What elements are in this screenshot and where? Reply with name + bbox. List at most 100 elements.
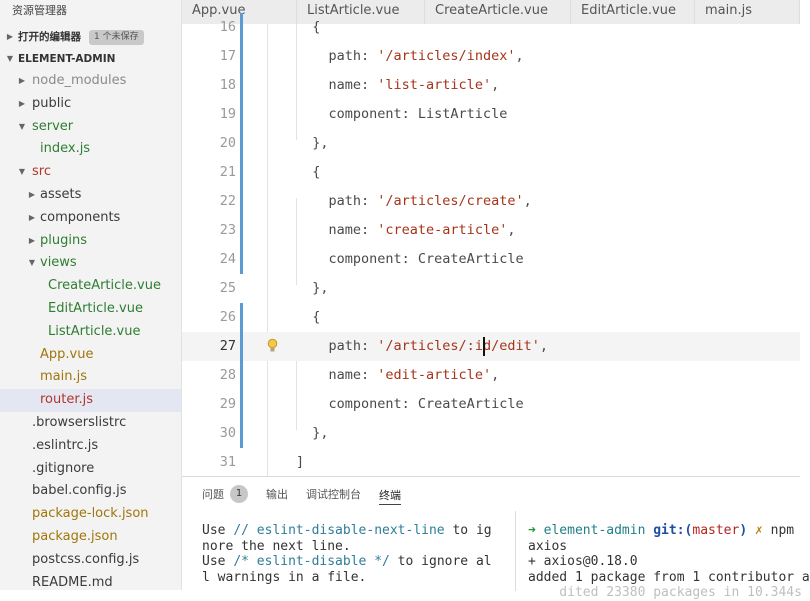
tree-item-label: package.json xyxy=(32,528,118,544)
project-header[interactable]: ▼ ELEMENT-ADMIN xyxy=(0,48,181,70)
code-line[interactable]: 30 }, xyxy=(182,419,800,448)
tree-item[interactable]: ▶assets xyxy=(0,184,181,207)
line-number: 22 xyxy=(219,193,236,209)
tab-debug-console[interactable]: 调试控制台 xyxy=(306,488,361,501)
lightbulb-icon[interactable] xyxy=(267,338,278,353)
tree-item[interactable]: main.js xyxy=(0,366,181,389)
code-line[interactable]: 17 path: '/articles/index', xyxy=(182,42,800,71)
git-modified-marker[interactable] xyxy=(240,100,243,129)
tab-edit-article[interactable]: EditArticle.vue xyxy=(571,0,695,24)
code-line[interactable]: 26 { xyxy=(182,303,800,332)
unsaved-badge: 1 个未保存 xyxy=(89,29,144,45)
line-number: 26 xyxy=(219,309,236,325)
tree-item[interactable]: ▶plugins xyxy=(0,230,181,253)
tree-item[interactable]: ListArticle.vue xyxy=(0,321,181,344)
code-line[interactable]: 16 { xyxy=(182,13,800,42)
code-line[interactable]: 21 { xyxy=(182,158,800,187)
code-line[interactable]: 27 path: '/articles/:id/edit', xyxy=(182,332,800,361)
code-line[interactable]: 24 component: CreateArticle xyxy=(182,245,800,274)
chevron-down-icon: ▼ xyxy=(28,258,36,268)
git-modified-marker[interactable] xyxy=(240,129,243,158)
open-editors-label: 打开的编辑器 xyxy=(18,31,81,43)
chevron-right-icon: ▶ xyxy=(28,212,36,222)
tree-item[interactable]: babel.config.js xyxy=(0,480,181,503)
tree-item[interactable]: ▼src xyxy=(0,161,181,184)
code-line[interactable]: 18 name: 'list-article', xyxy=(182,71,800,100)
tree-item[interactable]: ▶node_modules xyxy=(0,70,181,93)
git-modified-marker[interactable] xyxy=(240,216,243,245)
code-line[interactable]: 28 name: 'edit-article', xyxy=(182,361,800,390)
code-line[interactable]: 19 component: ListArticle xyxy=(182,100,800,129)
git-modified-marker[interactable] xyxy=(240,187,243,216)
terminal-line: added 1 package from 1 contributor a xyxy=(528,569,810,585)
tree-item-label: postcss.config.js xyxy=(32,551,140,567)
tree-item-label: .browserslistrc xyxy=(32,414,127,430)
code-text: path: '/articles/index', xyxy=(296,48,524,64)
code-line[interactable]: 25 }, xyxy=(182,274,800,303)
line-number: 27 xyxy=(219,338,236,354)
code-text: component: CreateArticle xyxy=(296,396,524,412)
tree-item-label: README.md xyxy=(32,574,113,590)
tree-item[interactable]: package-lock.json xyxy=(0,503,181,526)
tree-item[interactable]: EditArticle.vue xyxy=(0,298,181,321)
tab-problems[interactable]: 问题 1 xyxy=(202,477,248,511)
tree-item[interactable]: App.vue xyxy=(0,344,181,367)
git-modified-marker[interactable] xyxy=(240,158,243,187)
explorer-sidebar: 资源管理器 ▶ 打开的编辑器 1 个未保存 ▼ ELEMENT-ADMIN ▶n… xyxy=(0,0,182,590)
git-modified-marker[interactable] xyxy=(240,303,243,332)
code-line[interactable]: 23 name: 'create-article', xyxy=(182,216,800,245)
git-modified-marker[interactable] xyxy=(240,13,243,42)
tree-item[interactable]: index.js xyxy=(0,138,181,161)
code-text: { xyxy=(296,309,321,325)
tree-item-label: package-lock.json xyxy=(32,506,149,522)
code-line[interactable]: 29 component: CreateArticle xyxy=(182,390,800,419)
tab-create-article[interactable]: CreateArticle.vue xyxy=(425,0,571,24)
tree-item-label: router.js xyxy=(40,392,94,408)
code-line[interactable]: 20 }, xyxy=(182,129,800,158)
tab-main-js[interactable]: main.js xyxy=(695,0,800,24)
code-line[interactable]: 31] xyxy=(182,448,800,477)
git-modified-marker[interactable] xyxy=(240,332,243,361)
tree-item[interactable]: ▼server xyxy=(0,116,181,139)
tab-list-article[interactable]: ListArticle.vue xyxy=(297,0,425,24)
tab-terminal[interactable]: 终端 xyxy=(379,485,401,505)
terminal-split-divider[interactable] xyxy=(515,511,516,591)
git-modified-marker[interactable] xyxy=(240,419,243,448)
tree-item-label: babel.config.js xyxy=(32,483,127,499)
tree-item-label: .gitignore xyxy=(32,460,95,476)
git-modified-marker[interactable] xyxy=(240,71,243,100)
git-modified-marker[interactable] xyxy=(240,361,243,390)
line-number: 16 xyxy=(219,19,236,35)
tree-item[interactable]: CreateArticle.vue xyxy=(0,275,181,298)
tree-item[interactable]: ▶public xyxy=(0,93,181,116)
git-modified-marker[interactable] xyxy=(240,42,243,71)
open-editors-header[interactable]: ▶ 打开的编辑器 1 个未保存 xyxy=(0,26,181,48)
tree-item-label: public xyxy=(32,95,72,111)
code-text: ] xyxy=(296,454,305,470)
tree-item[interactable]: .browserslistrc xyxy=(0,412,181,435)
tree-item[interactable]: .gitignore xyxy=(0,458,181,481)
editor-tab-bar: App.vue ListArticle.vue CreateArticle.vu… xyxy=(182,0,800,24)
tree-item-label: assets xyxy=(40,186,82,202)
chevron-down-icon: ▼ xyxy=(18,167,26,177)
tree-item[interactable]: .eslintrc.js xyxy=(0,435,181,458)
tree-item[interactable]: README.md xyxy=(0,572,181,595)
code-editor[interactable]: 16 {17 path: '/articles/index',18 name: … xyxy=(182,13,800,477)
tree-item[interactable]: postcss.config.js xyxy=(0,549,181,572)
line-number: 25 xyxy=(219,280,236,296)
tab-app-vue[interactable]: App.vue xyxy=(182,0,297,24)
terminal-line: axios xyxy=(528,538,568,554)
tree-item[interactable]: ▶components xyxy=(0,207,181,230)
tree-item[interactable]: router.js xyxy=(0,389,181,412)
terminal-line: dited 23380 packages in 10.344s xyxy=(528,585,802,600)
git-modified-marker[interactable] xyxy=(240,245,243,274)
tree-item[interactable]: ▼views xyxy=(0,252,181,275)
code-line[interactable]: 22 path: '/articles/create', xyxy=(182,187,800,216)
tree-item[interactable]: package.json xyxy=(0,526,181,549)
explorer-title: 资源管理器 xyxy=(12,4,67,17)
project-label: ELEMENT-ADMIN xyxy=(18,53,116,65)
tab-output[interactable]: 输出 xyxy=(266,488,288,501)
git-modified-marker[interactable] xyxy=(240,390,243,419)
